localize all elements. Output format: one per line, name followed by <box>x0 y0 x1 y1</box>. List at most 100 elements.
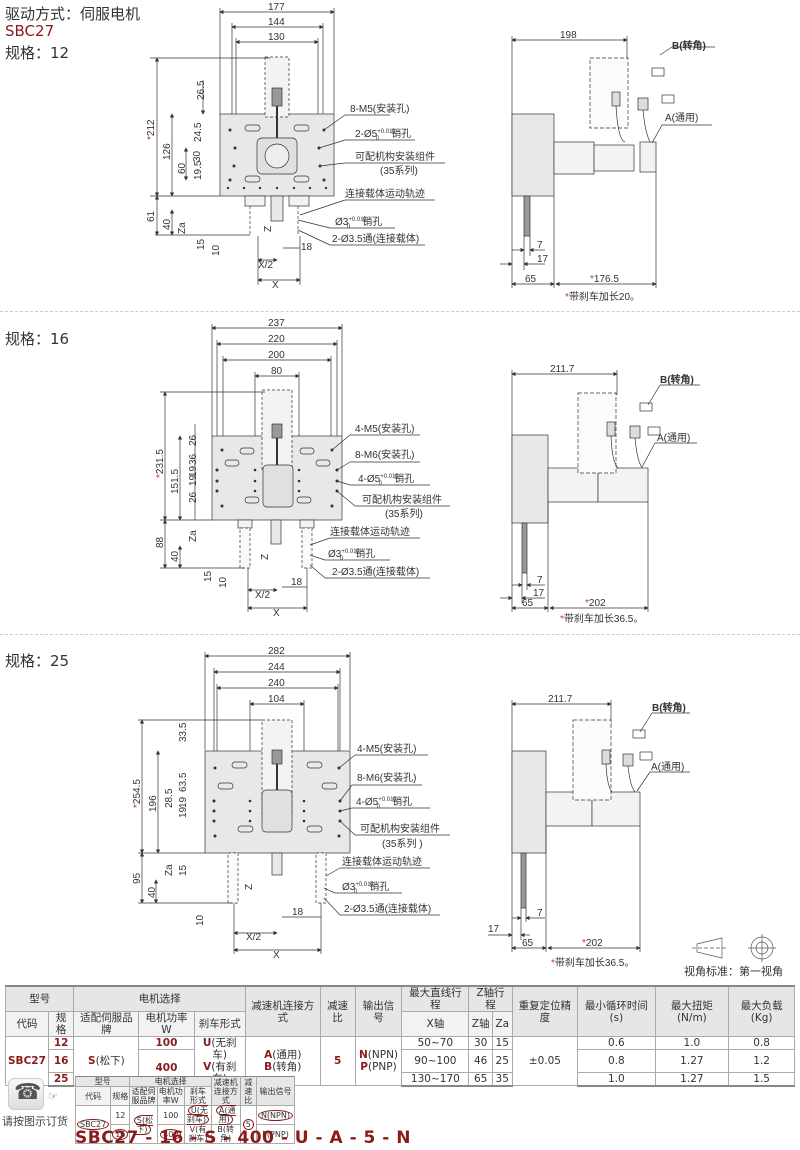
svg-text:17: 17 <box>533 588 545 599</box>
svg-text:10: 10 <box>218 576 229 588</box>
cell-za: 35 <box>491 1071 513 1087</box>
order-code-result: SBC27 - 16 - S - 400 - U - A - 5 - N <box>75 1128 411 1148</box>
svg-text:88: 88 <box>155 536 166 548</box>
svg-text:10: 10 <box>195 914 206 926</box>
svg-text:*212: *212 <box>146 119 157 140</box>
cell-cycle: 0.6 <box>577 1036 656 1050</box>
th-za: Za <box>491 1011 513 1037</box>
side-view-16-labels: 211.7 B(转角) A(通用) 7 17 65 *202 *带刹车加长36.… <box>522 364 694 625</box>
svg-text:*带刹车加长36.5。: *带刹车加长36.5。 <box>551 956 634 969</box>
cell-load: 1.5 <box>728 1071 795 1087</box>
th-power: 电机功率W <box>138 1011 195 1037</box>
svg-text:26.5: 26.5 <box>196 80 207 100</box>
cell-x: 90~100 <box>401 1049 470 1073</box>
spec-label-25: 规格：25 <box>5 652 70 670</box>
cell-connection: B(转角) <box>210 1124 241 1144</box>
svg-text:19.5: 19.5 <box>193 160 204 180</box>
th-z-stroke: Z轴行程 <box>468 985 513 1012</box>
svg-text:237: 237 <box>268 318 285 329</box>
side-view-25 <box>488 700 690 952</box>
svg-text:7: 7 <box>537 908 543 919</box>
cell-spec: 25 <box>47 1071 75 1087</box>
th-motor: 电机选择 <box>129 1076 212 1087</box>
cell-code: SBC27 <box>74 1105 112 1144</box>
svg-text:X/2: X/2 <box>246 932 261 943</box>
svg-text:60: 60 <box>177 162 188 174</box>
svg-text:151.5: 151.5 <box>170 469 181 494</box>
side-view-12 <box>500 36 715 288</box>
svg-text:18: 18 <box>301 242 313 253</box>
cell-torque: 1.27 <box>654 1049 730 1073</box>
svg-text:30: 30 <box>192 150 203 162</box>
th-brand: 适配伺服品牌 <box>129 1086 158 1106</box>
svg-text:*202: *202 <box>585 598 606 609</box>
side-view-12-labels: 198 B(转角) A(通用) 7 17 65 *176.5 *带刹车加长20。 <box>525 30 706 303</box>
svg-text:Za: Za <box>164 864 175 876</box>
svg-text:126: 126 <box>162 143 173 160</box>
table-row: 16 400 V(有刹车) B(转角) P(PNP) <box>76 1124 296 1144</box>
cell-power: 100 <box>138 1036 195 1050</box>
table-row: SBC27 12 S(松下) 100 U(无刹车) A(通用) 5 N(NPN) <box>74 1105 296 1144</box>
svg-text:17: 17 <box>488 924 500 935</box>
order-example-table: 型号 电机选择 减速机连接方式 减速比 输出信号 代码 规格 适配伺服品牌 电机… <box>74 1076 296 1144</box>
th-connection: 减速机连接方式 <box>244 985 321 1037</box>
svg-text:211.7: 211.7 <box>550 364 575 375</box>
svg-text:X: X <box>272 280 279 291</box>
th-model: 型号 <box>74 1076 131 1087</box>
spec-label-16: 规格：16 <box>5 330 70 348</box>
svg-text:177: 177 <box>268 2 285 13</box>
svg-text:198: 198 <box>560 30 577 41</box>
first-angle-projection-icon <box>692 934 776 962</box>
th-brake: 刹车形式 <box>184 1086 212 1106</box>
svg-text:8-M5(安装孔): 8-M5(安装孔) <box>350 102 409 115</box>
cell-za: 15 <box>491 1036 513 1050</box>
side-view-25-labels: 211.7 B(转角) A(通用) 7 17 65 *202 *带刹车加长36.… <box>488 694 686 969</box>
model-code: SBC27 <box>5 22 55 40</box>
svg-text:A(通用): A(通用) <box>665 112 698 124</box>
svg-text:X/2: X/2 <box>258 260 273 271</box>
svg-text:*带刹车加长20。: *带刹车加长20。 <box>565 290 640 303</box>
section-divider <box>0 311 800 312</box>
svg-text:X: X <box>273 950 280 961</box>
svg-text:B(转角): B(转角) <box>652 701 686 714</box>
th-ratio: 减速比 <box>319 985 356 1037</box>
front-view-12-labels: 177 144 130 *212 26.5 126 60 24.5 30 19.… <box>146 2 435 291</box>
th-model: 型号 <box>4 985 75 1012</box>
svg-text:104: 104 <box>268 694 285 705</box>
th-spec: 规格 <box>110 1086 131 1106</box>
svg-text:*带刹车加长36.5。: *带刹车加长36.5。 <box>560 612 643 625</box>
svg-text:B(转角): B(转角) <box>672 39 706 52</box>
svg-text:7: 7 <box>537 575 543 586</box>
cell-spec: 12 <box>110 1105 131 1125</box>
svg-text:X: X <box>273 608 280 619</box>
cell-torque: 1.27 <box>654 1071 730 1087</box>
svg-text:连接载体运动轨迹: 连接载体运动轨迹 <box>345 187 425 200</box>
th-code: 代码 <box>74 1086 112 1106</box>
svg-text:200: 200 <box>268 350 285 361</box>
svg-text:220: 220 <box>268 334 285 345</box>
view-standard-label: 视角标准：第一视角 <box>684 964 783 978</box>
spec-table: 型号 电机选择 减速机连接方式 减速比 输出信号 最大直线行程 Z轴行程 重复定… <box>4 985 795 1087</box>
cell-ratio: 5 <box>239 1105 257 1144</box>
front-view-25 <box>138 652 450 954</box>
front-view-16-labels: 237 220 200 80 *231.5 151.5 26 36 19 19 … <box>155 318 442 619</box>
svg-text:4-M5(安装孔): 4-M5(安装孔) <box>355 422 414 435</box>
svg-text:24.5: 24.5 <box>193 122 204 142</box>
svg-text:61: 61 <box>146 210 157 222</box>
svg-text:*176.5: *176.5 <box>590 274 619 285</box>
svg-text:19: 19 <box>188 474 199 486</box>
svg-text:(35系列): (35系列) <box>385 507 423 520</box>
th-x-axis: X轴 <box>401 1011 470 1037</box>
svg-text:65: 65 <box>522 598 534 609</box>
svg-text:63.5: 63.5 <box>178 772 189 792</box>
svg-text:Za: Za <box>188 530 199 542</box>
svg-text:19: 19 <box>178 806 189 818</box>
svg-text:19: 19 <box>188 465 199 477</box>
svg-text:40: 40 <box>170 550 181 562</box>
pointing-hand-icon: ☞ <box>48 1090 58 1103</box>
cell-connection: A(通用) <box>210 1105 241 1125</box>
